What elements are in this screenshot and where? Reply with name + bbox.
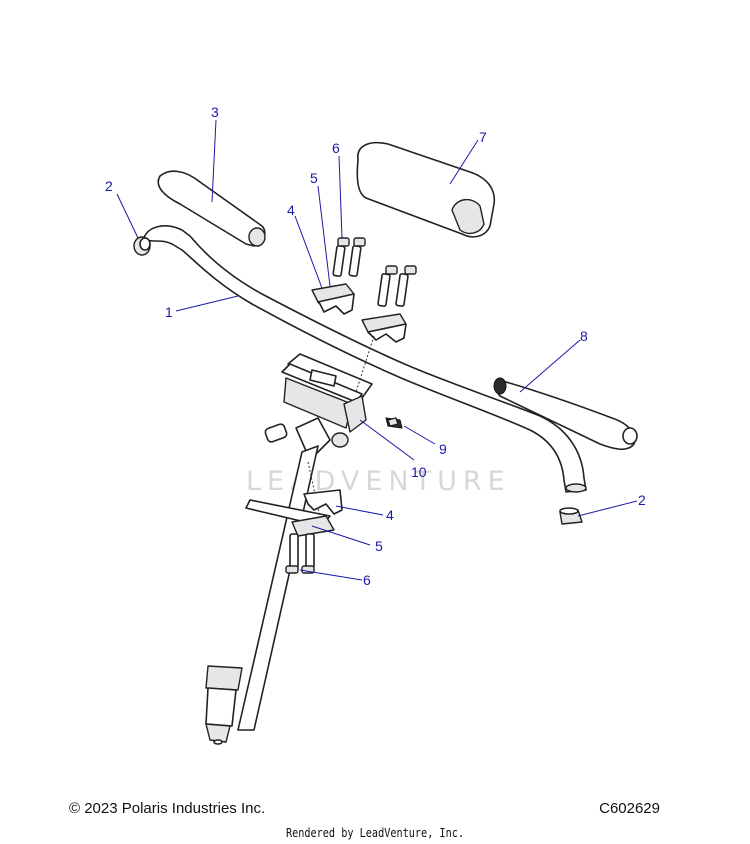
part-7-crossbar-pad	[356, 141, 496, 238]
part-2-bar-end-right	[559, 507, 583, 525]
part-6-lower-bolts	[285, 533, 315, 574]
callouts: 1 2 2 3 4 4 5 5 6 6 7 8 9 10	[105, 104, 646, 588]
callout-2-left: 2	[105, 178, 113, 194]
callout-2-right: 2	[638, 492, 646, 508]
callout-10: 10	[411, 464, 427, 480]
part-4-upper-clamps	[311, 283, 407, 343]
callout-8: 8	[580, 328, 588, 344]
part-4-lower-clamp	[303, 489, 343, 515]
callout-leaders	[116, 119, 638, 581]
callout-9: 9	[439, 441, 447, 457]
part-6-upper-bolts	[332, 237, 417, 307]
watermark: LEADVENTURE	[246, 466, 511, 497]
callout-6-lower: 6	[363, 572, 371, 588]
rendered-by-text: Rendered by LeadVenture, Inc.	[285, 826, 465, 840]
callout-1: 1	[165, 304, 173, 320]
callout-3: 3	[211, 104, 219, 120]
callout-5-upper: 5	[310, 170, 318, 186]
part-1-handlebar	[143, 225, 587, 493]
callout-7: 7	[479, 129, 487, 145]
callout-5-lower: 5	[375, 538, 383, 554]
riser-mount	[281, 335, 375, 433]
part-2-bar-end-left	[133, 236, 151, 256]
callout-4-upper: 4	[287, 202, 295, 218]
part-3-pad-tube	[157, 170, 266, 247]
copyright-text: © 2023 Polaris Industries Inc.	[69, 800, 266, 817]
callout-6-upper: 6	[332, 140, 340, 156]
figure-id: C602629	[599, 800, 660, 817]
part-8-grip	[493, 377, 638, 451]
part-9-clip	[385, 417, 403, 429]
watermark-text: LEADVENTURE	[246, 466, 511, 497]
callout-4-lower: 4	[386, 507, 394, 523]
